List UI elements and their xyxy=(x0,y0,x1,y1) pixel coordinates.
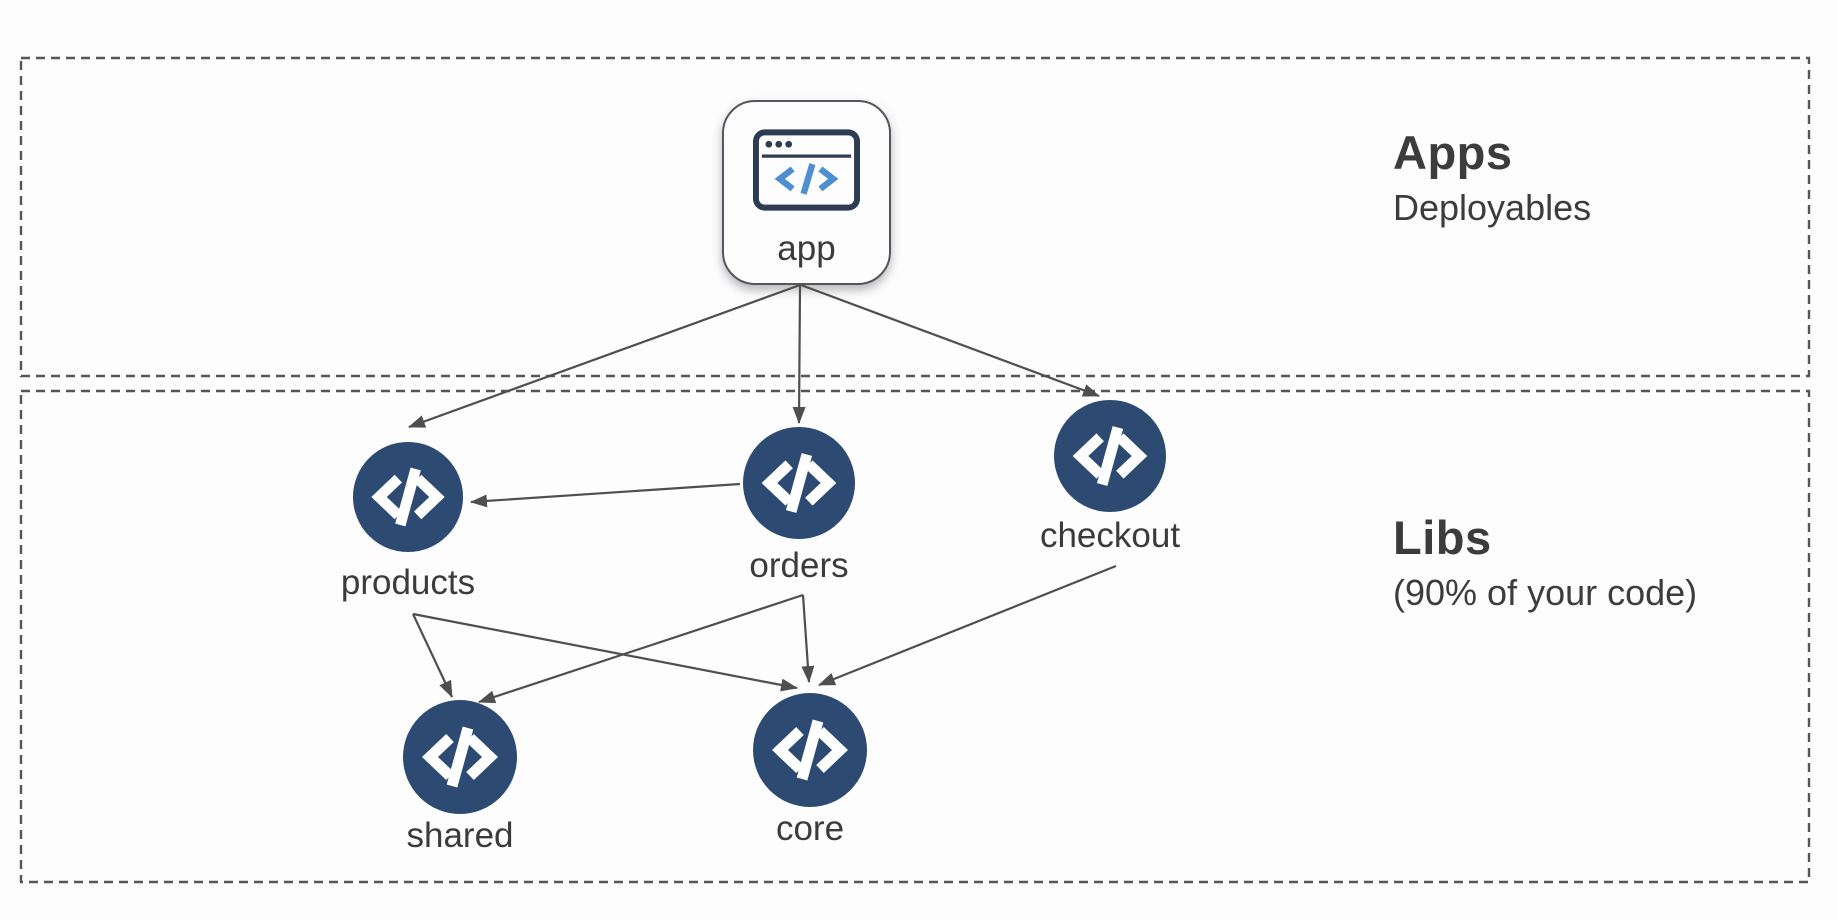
lib-node-products xyxy=(352,441,464,553)
code-icon xyxy=(352,441,464,553)
lib-node-label-shared: shared xyxy=(406,816,514,855)
code-icon xyxy=(403,700,517,814)
lib-node-checkout xyxy=(1053,399,1167,513)
code-icon xyxy=(753,693,867,807)
edge-orders-to-products xyxy=(470,482,741,508)
lib-node-shared xyxy=(402,699,518,815)
edge-app-to-orders xyxy=(792,284,806,424)
edge-products-to-core xyxy=(412,612,798,692)
apps-section-title: Apps xyxy=(1393,126,1513,179)
lib-node-core xyxy=(752,692,868,808)
libs-section-title: Libs xyxy=(1393,511,1492,564)
browser-code-icon xyxy=(752,129,861,211)
edge-app-to-products xyxy=(408,283,801,429)
libs-section-subtitle: (90% of your code) xyxy=(1393,572,1698,614)
apps-section-subtitle: Deployables xyxy=(1393,187,1592,229)
libs-section-label: Libs (90% of your code) xyxy=(1393,511,1697,614)
code-icon xyxy=(742,426,856,540)
edge-orders-to-shared xyxy=(478,593,804,704)
lib-node-label-products: products xyxy=(340,563,476,602)
lib-node-label-checkout: checkout xyxy=(1039,516,1181,555)
edge-app-to-checkout xyxy=(800,283,1100,398)
apps-section-label: Apps Deployables xyxy=(1393,126,1591,229)
app-node: app xyxy=(722,100,891,285)
lib-node-label-core: core xyxy=(775,809,845,848)
lib-node-orders xyxy=(742,426,856,540)
edge-products-to-shared xyxy=(412,613,453,698)
code-icon xyxy=(1053,399,1167,513)
edge-orders-to-core xyxy=(801,594,815,683)
lib-node-label-orders: orders xyxy=(749,546,849,585)
app-node-label: app xyxy=(777,229,836,268)
